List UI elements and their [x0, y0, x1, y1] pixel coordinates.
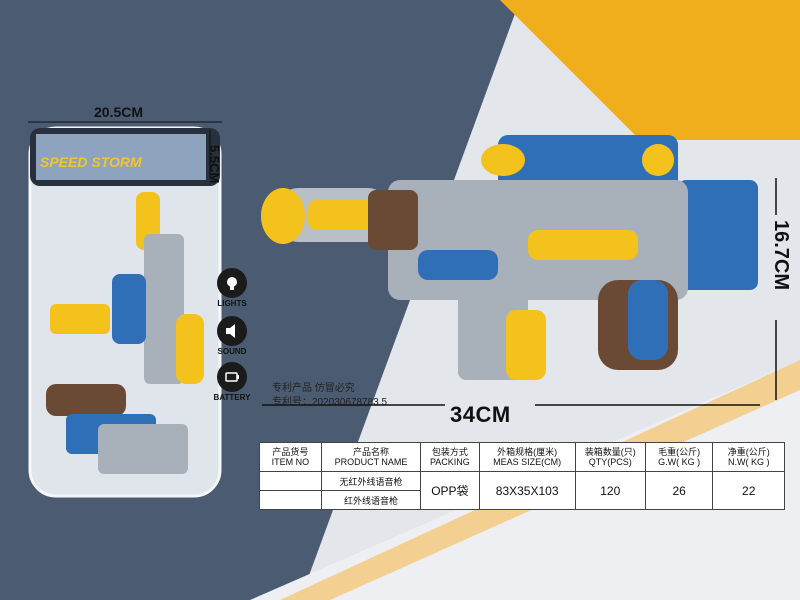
patent-notice: 专利产品 仿冒必究 专利号：202030678783.5: [272, 382, 387, 410]
package-gun-photo: [46, 192, 204, 474]
cell-nw: 22: [712, 471, 785, 510]
cell-packing: OPP袋: [420, 471, 480, 510]
package-width-label: 20.5CM: [94, 104, 144, 120]
cell-meas-size: 83X35X103: [478, 471, 576, 510]
gun-length-label: 34CM: [450, 402, 511, 427]
cell-gw: 26: [644, 471, 714, 510]
header-meas-size: 外箱规格(厘米)MEAS SIZE(CM): [478, 442, 576, 472]
package-brand: SPEED STORM: [40, 154, 142, 170]
cell-product-name: 红外线语音枪: [320, 490, 422, 510]
package: SPEED STORM: [28, 126, 222, 498]
table-row: 红外线语音枪: [259, 490, 785, 510]
patent-line-2: 专利号：202030678783.5: [272, 397, 388, 408]
cell-item-no: [259, 490, 322, 510]
feature-lights: LIGHTS: [212, 268, 252, 308]
header-gw: 毛重(公斤)G.W( KG ): [644, 442, 714, 472]
feature-sound: SOUND: [212, 316, 252, 356]
cell-product-name: 无红外线语音枪: [320, 471, 422, 491]
header-nw: 净重(公斤)N.W( KG ): [712, 442, 785, 472]
toy-gun-illustration: [261, 135, 758, 380]
feature-battery: BATTERY: [212, 362, 252, 402]
light-bulb-icon: [217, 268, 247, 298]
header-qty: 装箱数量(只)QTY(PCS): [574, 442, 646, 472]
cell-qty: 120: [574, 471, 646, 510]
speaker-icon: [217, 316, 247, 346]
cell-item-no: [259, 471, 322, 491]
feature-label: SOUND: [217, 347, 247, 356]
patent-line-1: 专利产品 仿冒必究: [272, 383, 355, 394]
battery-icon: [217, 362, 247, 392]
feature-label: BATTERY: [213, 393, 251, 402]
feature-label: LIGHTS: [217, 299, 247, 308]
table-row: 无红外线语音枪 OPP袋 83X35X103 120 26 22: [259, 471, 785, 510]
